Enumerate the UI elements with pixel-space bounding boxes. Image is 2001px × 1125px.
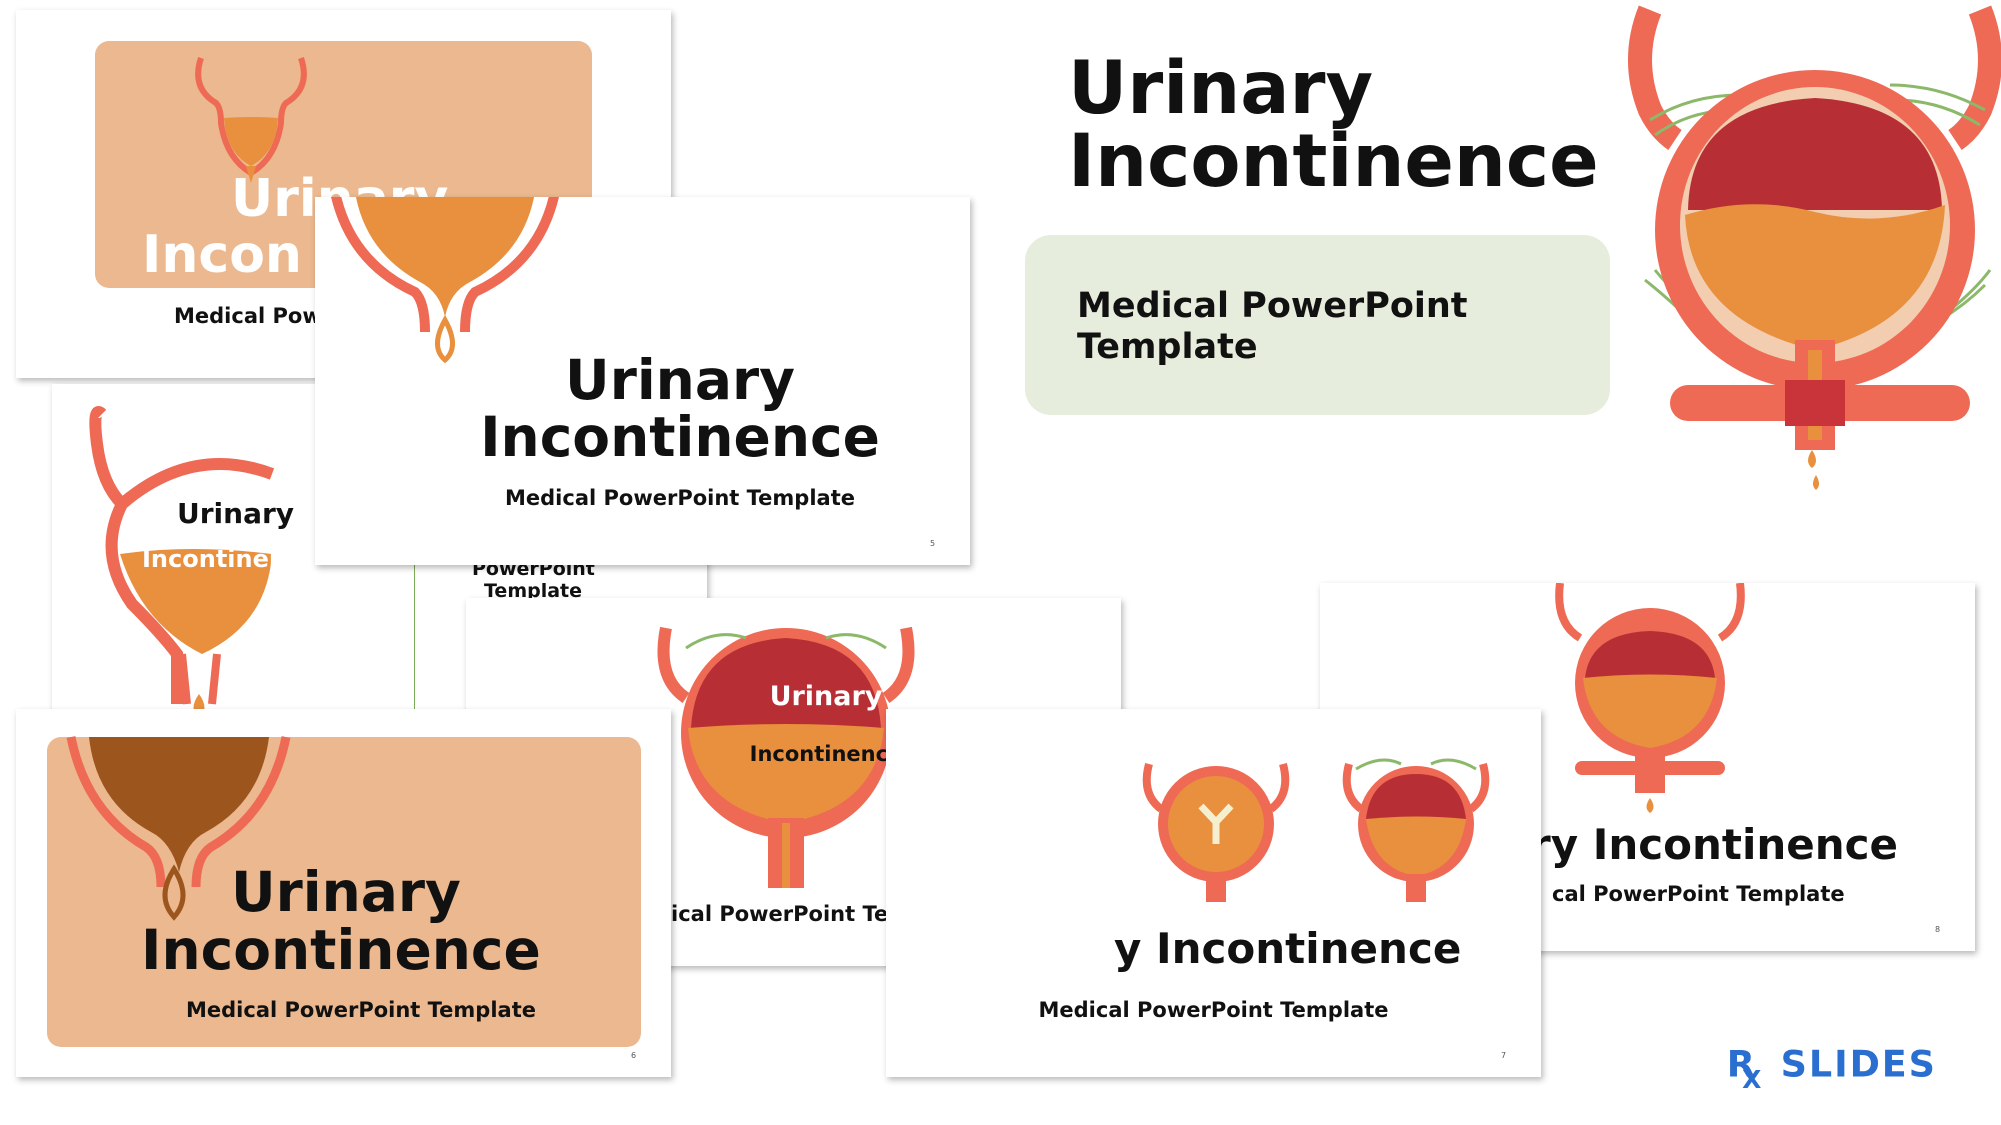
slide2-subtitle: Medical PowerPoint Template xyxy=(505,486,855,510)
hero-title-line2: Incontinence xyxy=(1068,119,1599,204)
slide4-title-line2: Incontinence xyxy=(141,918,541,982)
slide6-title-part: y Incontinence xyxy=(1114,924,1462,973)
logo-x: X xyxy=(1742,1065,1761,1094)
slide1-subtitle-part: Medical Pow xyxy=(174,304,322,328)
slide1-title-part2: Incon xyxy=(142,225,302,285)
hero-title-line1: Urinary xyxy=(1068,46,1374,131)
bladder-outline-icon xyxy=(89,406,275,714)
bladder-small-icon xyxy=(1555,583,1745,813)
slide7-page-number: 8 xyxy=(1935,925,1941,934)
bladder-receptor-icon xyxy=(1142,762,1290,902)
hero-subtitle-line2: Template xyxy=(1077,327,1258,368)
bladder-brown-icon xyxy=(66,736,291,888)
slide4-title-line1: Urinary xyxy=(231,860,461,924)
slide-thumbnail-4[interactable]: Urinary Incontinence Medical PowerPoint … xyxy=(16,709,671,1077)
bladder-detail-icon xyxy=(657,626,915,888)
slide7-title-part: ry Incontinence xyxy=(1530,820,1899,869)
slide4-subtitle: Medical PowerPoint Template xyxy=(186,998,536,1022)
bladder-neck-icon xyxy=(331,197,559,364)
bladder-illustration-icon xyxy=(1628,5,2001,490)
bladder-overactive-icon xyxy=(1342,758,1490,902)
slide3-title-line1: Urinary xyxy=(177,497,295,530)
slide4-page-number: 6 xyxy=(631,1051,637,1060)
slide2-title-line1: Urinary xyxy=(565,348,795,412)
slide6-subtitle: Medical PowerPoint Template xyxy=(1038,998,1389,1022)
slide2-title-line2: Incontinence xyxy=(480,405,880,469)
drop-icon xyxy=(162,864,186,921)
hero-title: Urinary Incontinence xyxy=(1068,52,1599,198)
hero-subtitle-line1: Medical PowerPoint xyxy=(1077,286,1468,326)
bladder-icon xyxy=(195,57,307,183)
hero-subtitle-box xyxy=(1025,235,1610,415)
slide5-title-line1: Urinary xyxy=(769,681,883,712)
slide-thumbnail-2[interactable]: Urinary Incontinence Medical PowerPoint … xyxy=(315,197,970,565)
slide2-page-number: 5 xyxy=(930,539,936,548)
slide3-title-line2: Incontinence xyxy=(142,545,317,573)
slide5-title-line2: Incontinence xyxy=(749,742,903,766)
logo-r: R xyxy=(1727,1043,1755,1086)
slide3-side-line2: Template xyxy=(484,580,583,602)
slide-thumbnail-6[interactable]: y Incontinence Medical PowerPoint Templa… xyxy=(886,709,1541,1077)
slide6-page-number: 7 xyxy=(1501,1051,1507,1060)
slide3-side-frame xyxy=(414,494,663,714)
rx-slides-logo: R X SLIDES xyxy=(1727,1043,1937,1095)
logo-slides: SLIDES xyxy=(1781,1043,1937,1086)
hero-subtitle: Medical PowerPoint Template xyxy=(1077,286,1468,369)
slide7-subtitle-part: cal PowerPoint Template xyxy=(1552,882,1845,906)
